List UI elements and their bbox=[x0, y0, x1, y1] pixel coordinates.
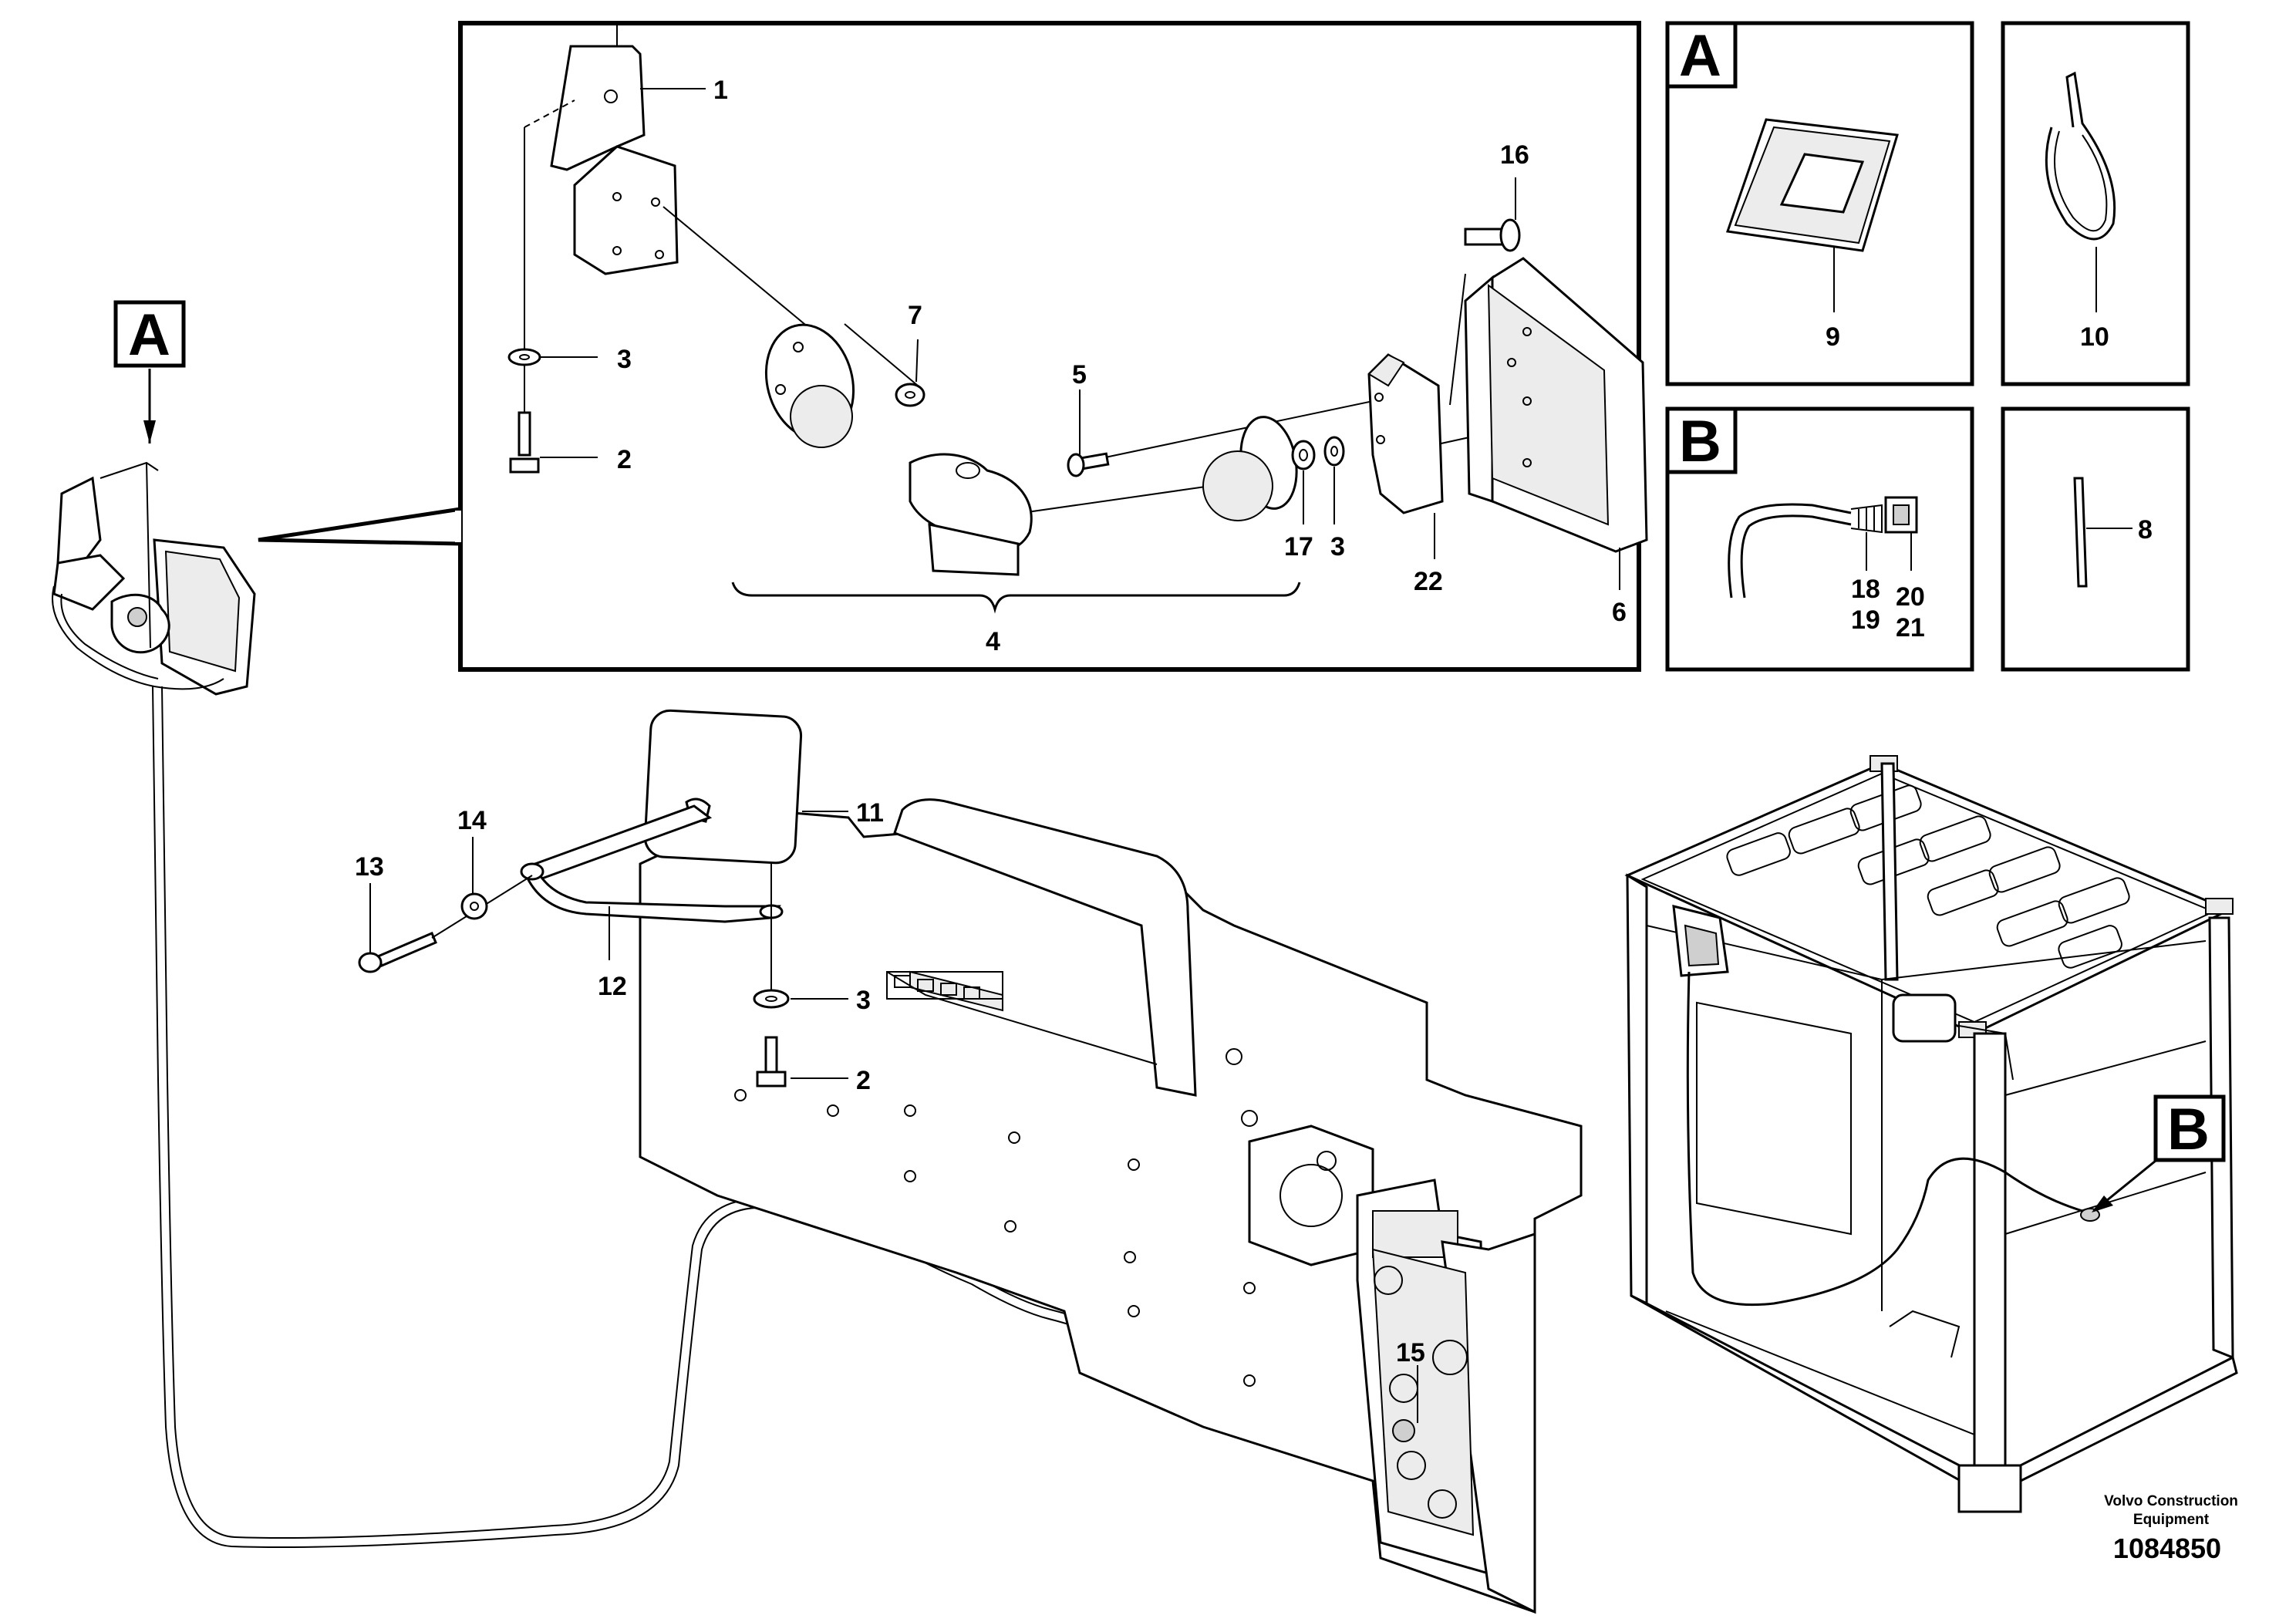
callout-22: 22 bbox=[1414, 567, 1443, 596]
washer-3-main bbox=[507, 348, 541, 366]
callout-3-main: 3 bbox=[617, 345, 632, 374]
pad-part-9 bbox=[1725, 118, 1899, 252]
clamp-arm-4 bbox=[909, 453, 1033, 576]
callout-10: 10 bbox=[2080, 322, 2109, 352]
bracket-22 bbox=[1367, 353, 1444, 514]
cable-tie-10 bbox=[2045, 71, 2116, 241]
cab-side-panel bbox=[639, 798, 1583, 1614]
mirror-11 bbox=[643, 709, 803, 865]
callout-1: 1 bbox=[713, 76, 728, 105]
callout-3-right: 3 bbox=[1330, 532, 1345, 561]
callout-18: 18 bbox=[1851, 575, 1880, 604]
detail-panel-b: B 18 19 20 21 bbox=[1665, 406, 1974, 672]
callout-13: 13 bbox=[355, 852, 384, 882]
cab-frame-overview bbox=[1624, 755, 2238, 1513]
callout-15: 15 bbox=[1396, 1338, 1425, 1367]
callout-2-panel: 2 bbox=[856, 1066, 871, 1095]
callout-6: 6 bbox=[1612, 598, 1627, 627]
detail-box-main bbox=[258, 21, 1641, 672]
washer-3-panel bbox=[753, 989, 790, 1009]
callout-8: 8 bbox=[2138, 515, 2153, 545]
leader-lines-panel bbox=[369, 811, 1418, 1423]
washer-14 bbox=[460, 892, 488, 920]
callout-2-main: 2 bbox=[617, 445, 632, 474]
detail-letter-a-main: A bbox=[113, 300, 186, 443]
ball-mount-left bbox=[764, 323, 855, 448]
company-name-line2: Equipment bbox=[2133, 1512, 2210, 1528]
brace-assembly-4 bbox=[731, 582, 1301, 614]
nut-17 bbox=[1291, 440, 1316, 470]
mirror-bracket-12 bbox=[520, 804, 784, 995]
bolt-16 bbox=[1464, 218, 1521, 252]
drawing-number: 1084850 bbox=[2113, 1533, 2221, 1564]
company-name-line1: Volvo Construction bbox=[2104, 1493, 2238, 1509]
bolt-5 bbox=[1067, 452, 1110, 477]
monitor-6 bbox=[1464, 257, 1648, 553]
bolt-2-main bbox=[509, 411, 540, 474]
bolt-2-panel bbox=[756, 1036, 787, 1088]
strip-part-8 bbox=[2073, 477, 2088, 588]
callout-21: 21 bbox=[1896, 613, 1925, 642]
detail-panel-a: A 9 bbox=[1665, 21, 1974, 386]
callout-9: 9 bbox=[1826, 322, 1840, 352]
callout-5: 5 bbox=[1072, 360, 1087, 389]
harness-connector-18-21 bbox=[1728, 496, 1918, 599]
nut-7 bbox=[895, 383, 925, 407]
svg-text:A: A bbox=[1679, 23, 1721, 89]
callout-7: 7 bbox=[908, 301, 922, 330]
callout-4: 4 bbox=[986, 627, 1000, 656]
svg-text:A: A bbox=[128, 302, 170, 368]
drawing-footer: Volvo Construction Equipment 1084850 bbox=[2104, 1493, 2238, 1564]
detail-letter-b-cab: B bbox=[2092, 1094, 2226, 1212]
harness-cable bbox=[152, 686, 1204, 1548]
bolt-13 bbox=[358, 932, 437, 973]
callout-19: 19 bbox=[1851, 605, 1880, 635]
callout-16: 16 bbox=[1500, 140, 1529, 170]
callout-14: 14 bbox=[457, 806, 487, 835]
callout-20: 20 bbox=[1896, 582, 1925, 612]
detail-panel-8: 8 bbox=[2001, 406, 2190, 672]
ball-mount-right bbox=[1202, 416, 1298, 521]
assembly-a-mirror-monitor bbox=[52, 461, 256, 696]
callout-11: 11 bbox=[856, 798, 884, 828]
svg-text:B: B bbox=[1679, 409, 1721, 474]
callout-17: 17 bbox=[1284, 532, 1313, 561]
detail-panel-10: 10 bbox=[2001, 21, 2190, 386]
washer-3-right bbox=[1323, 436, 1345, 467]
callout-3-panel: 3 bbox=[856, 986, 871, 1015]
bracket-part-1 bbox=[524, 23, 679, 447]
callout-12: 12 bbox=[598, 972, 627, 1001]
svg-text:B: B bbox=[2167, 1097, 2210, 1162]
leader-lines-main bbox=[540, 88, 1620, 590]
